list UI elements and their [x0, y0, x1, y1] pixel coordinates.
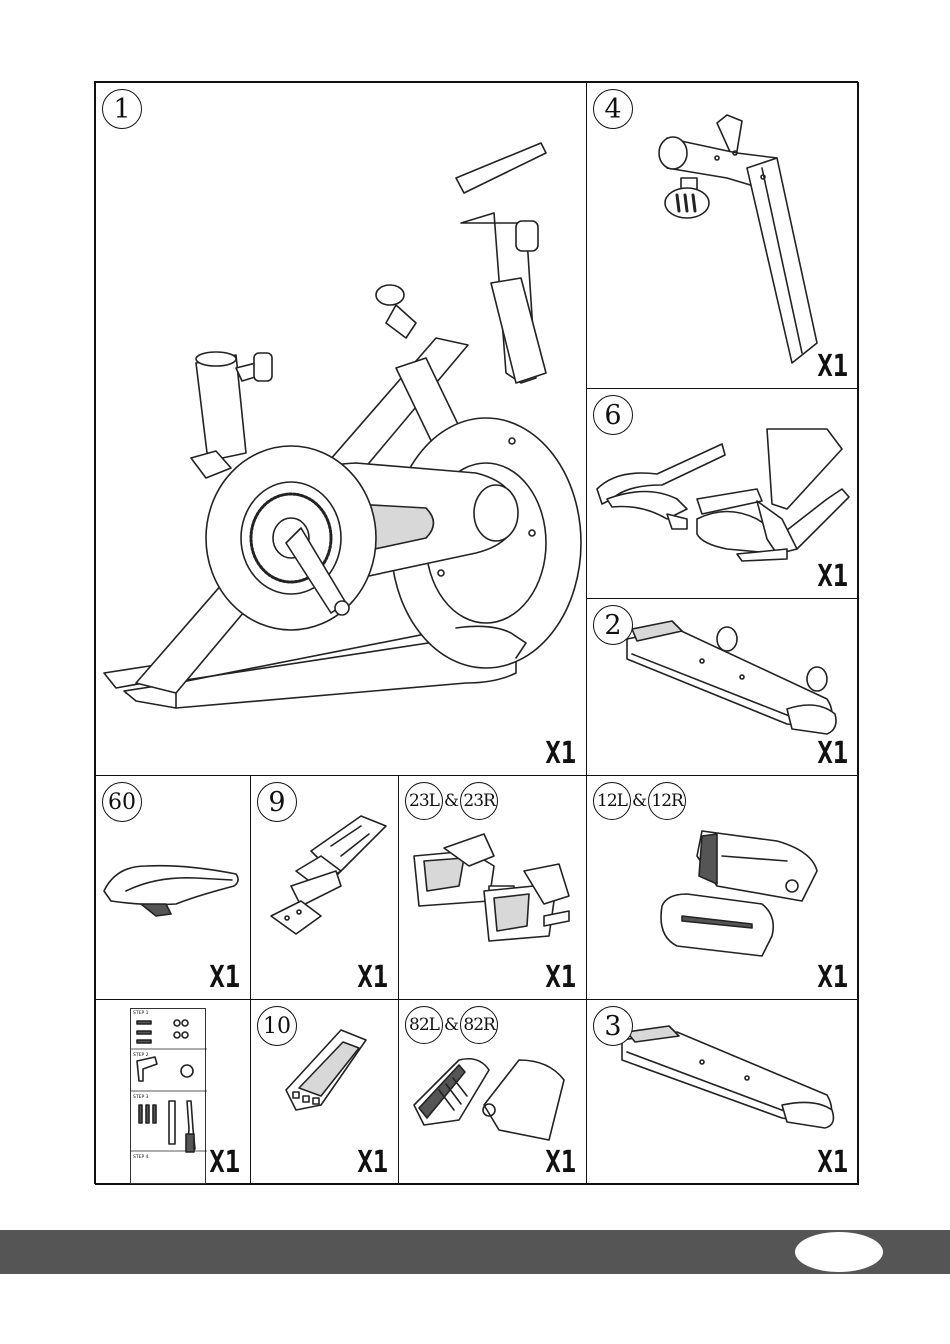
quantity-label: X1 [817, 559, 848, 594]
part-number-circle: 12R [648, 782, 686, 820]
part-number: 12L & 12R [593, 782, 686, 820]
part-cell-10: 10 X1 [250, 999, 399, 1185]
part-cell-23: 23L & 23R X1 [398, 775, 587, 1000]
part-number: 1 [102, 89, 142, 129]
quantity-label: X1 [817, 960, 848, 995]
part-cell-12: 12L & 12R X1 [586, 775, 859, 1000]
part-number: 23L & 23R [405, 782, 498, 820]
part-cell-9: 9 X1 [250, 775, 399, 1000]
quantity-label: X1 [357, 960, 388, 995]
part-number-circle: 23L [405, 782, 443, 820]
hardware-tools-card-icon: STEP 1 STEP 2 STEP 3 STEP 4 [130, 1008, 206, 1184]
part-number: 4 [593, 89, 633, 129]
parts-grid: 1 X1 4 X1 [94, 81, 858, 1184]
quantity-label: X1 [817, 1145, 848, 1180]
quantity-label: X1 [357, 1145, 388, 1180]
quantity-label: X1 [545, 736, 576, 771]
part-cell-tools: STEP 1 STEP 2 STEP 3 STEP 4 [95, 999, 251, 1185]
part-number: 3 [593, 1006, 633, 1046]
part-number: 6 [593, 395, 633, 435]
ampersand: & [444, 791, 459, 811]
part-cell-6: 6 X1 [586, 388, 859, 599]
ampersand: & [632, 791, 647, 811]
ampersand: & [444, 1015, 459, 1035]
part-number-circle: 4 [593, 89, 633, 129]
part-number-circle: 82L [405, 1006, 443, 1044]
part-cell-4: 4 X1 [586, 82, 859, 389]
quantity-label: X1 [209, 960, 240, 995]
part-number-circle: 1 [102, 89, 142, 129]
part-number-circle: 60 [102, 782, 142, 822]
tools-illustration-icon [131, 1009, 207, 1185]
part-cell-3: 3 X1 [586, 999, 859, 1185]
quantity-label: X1 [817, 349, 848, 384]
part-number-circle: 6 [593, 395, 633, 435]
part-number-circle: 9 [257, 782, 297, 822]
quantity-label: X1 [209, 1145, 240, 1180]
part-number-circle: 23R [460, 782, 498, 820]
part-number-circle: 82R [460, 1006, 498, 1044]
exercise-bike-frame-icon [96, 83, 587, 776]
part-cell-82: 82L & 82R X1 [398, 999, 587, 1185]
part-number-circle: 2 [593, 605, 633, 645]
quantity-label: X1 [545, 1145, 576, 1180]
part-cell-1: 1 X1 [95, 82, 587, 776]
part-number: 2 [593, 605, 633, 645]
page-number-badge [795, 1232, 883, 1272]
part-number-circle: 10 [257, 1006, 297, 1046]
quantity-label: X1 [545, 960, 576, 995]
part-number-circle: 12L [593, 782, 631, 820]
part-number: 10 [257, 1006, 297, 1046]
part-number: 82L & 82R [405, 1006, 498, 1044]
part-number-circle: 3 [593, 1006, 633, 1046]
part-cell-60: 60 X1 [95, 775, 251, 1000]
part-number: 9 [257, 782, 297, 822]
part-cell-2: 2 X1 [586, 598, 859, 776]
part-number: 60 [102, 782, 142, 822]
quantity-label: X1 [817, 736, 848, 771]
